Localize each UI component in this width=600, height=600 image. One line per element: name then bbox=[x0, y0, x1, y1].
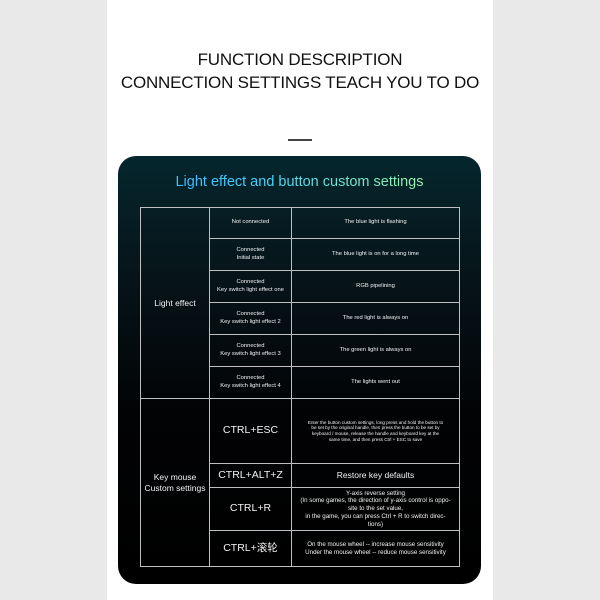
effect-cell: The blue light is on for a long time bbox=[291, 238, 460, 271]
table-row: CTRL+ALT+Z Restore key defaults bbox=[141, 463, 460, 488]
table-row: Light effect Not connected The blue ligh… bbox=[140, 207, 460, 399]
shortcut-desc-cell: Restore key defaults bbox=[291, 463, 460, 488]
divider-dash bbox=[288, 139, 312, 141]
page-subtitle: CONNECTION SETTINGS TEACH YOU TO DO bbox=[120, 73, 480, 92]
shortcut-desc-cell: Enter the button custom settings, long p… bbox=[291, 398, 460, 464]
state-cell: Connected Initial state bbox=[209, 238, 292, 271]
settings-table: Light effect Not connected The blue ligh… bbox=[140, 207, 460, 567]
page-title: FUNCTION DESCRIPTION bbox=[197, 50, 403, 69]
table-row: CTRL+R Y-axis reverse setting (In some g… bbox=[141, 487, 460, 531]
state-cell: Connected Key switch light effect 2 bbox=[209, 302, 292, 335]
table-row: Key mouse Custom settings CTRL+ESC Enter… bbox=[140, 398, 460, 567]
panel-title: Light effect and button custom settings bbox=[118, 174, 481, 190]
shortcut-desc-cell: On the mouse wheel -- increase mouse sen… bbox=[291, 530, 460, 567]
shortcut-cell: CTRL+滚轮 bbox=[209, 530, 292, 567]
table-row: Connected Key switch light effect 4 The … bbox=[141, 366, 460, 399]
effect-cell: The blue light is flashing bbox=[291, 207, 460, 239]
table-row: Connected Initial state The blue light i… bbox=[141, 238, 460, 271]
state-cell: Connected Key switch light effect one bbox=[209, 270, 292, 303]
shortcut-cell: CTRL+ESC bbox=[209, 398, 292, 464]
effect-cell: RGB pipelining bbox=[291, 270, 460, 303]
effect-cell: The red light is always on bbox=[291, 302, 460, 335]
shortcut-cell: CTRL+R bbox=[209, 487, 292, 531]
group-label-key-mouse: Key mouse Custom settings bbox=[140, 398, 210, 567]
state-cell: Not connected bbox=[209, 207, 292, 239]
group-label-light-effect: Light effect bbox=[140, 207, 210, 399]
state-cell: Connected Key switch light effect 4 bbox=[209, 366, 292, 399]
shortcut-desc-cell: Y-axis reverse setting (In some games, t… bbox=[291, 487, 460, 531]
table-row: CTRL+滚轮 On the mouse wheel -- increase m… bbox=[141, 530, 460, 567]
settings-panel: Light effect and button custom settings … bbox=[118, 156, 481, 584]
shortcut-cell: CTRL+ALT+Z bbox=[209, 463, 292, 488]
effect-cell: The lights went out bbox=[291, 366, 460, 399]
effect-cell: The green light is always on bbox=[291, 334, 460, 367]
table-row: Connected Key switch light effect 2 The … bbox=[141, 302, 460, 335]
state-cell: Connected Key switch light effect 3 bbox=[209, 334, 292, 367]
